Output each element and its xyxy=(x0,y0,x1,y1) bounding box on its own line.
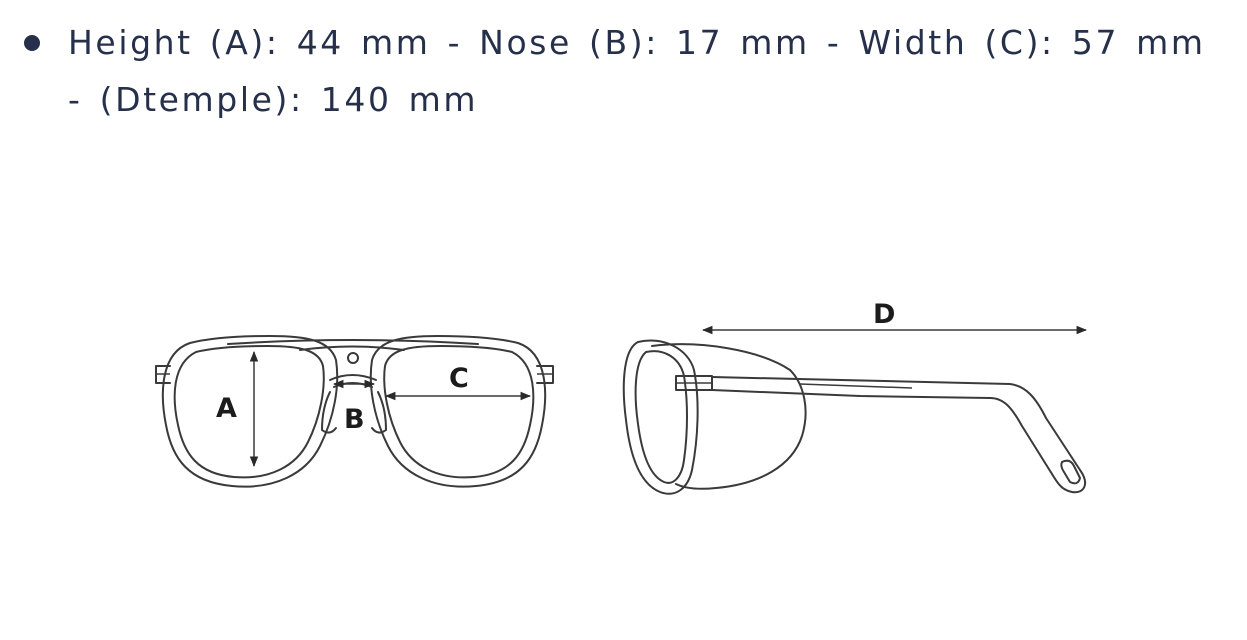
spec-text: Height (A): 44 mm - Nose (B): 17 mm - Wi… xyxy=(68,23,1206,119)
dimension-label-a: A xyxy=(216,393,237,424)
dimension-label-b: B xyxy=(344,404,365,435)
dimension-label-c: C xyxy=(449,363,469,394)
front-view-drawing xyxy=(155,335,554,488)
side-view-drawing xyxy=(622,325,1088,495)
bullet-icon xyxy=(24,35,40,51)
dimension-label-d: D xyxy=(873,299,895,330)
spec-list: Height (A): 44 mm - Nose (B): 17 mm - Wi… xyxy=(20,14,1230,128)
spec-item: Height (A): 44 mm - Nose (B): 17 mm - Wi… xyxy=(20,14,1230,128)
